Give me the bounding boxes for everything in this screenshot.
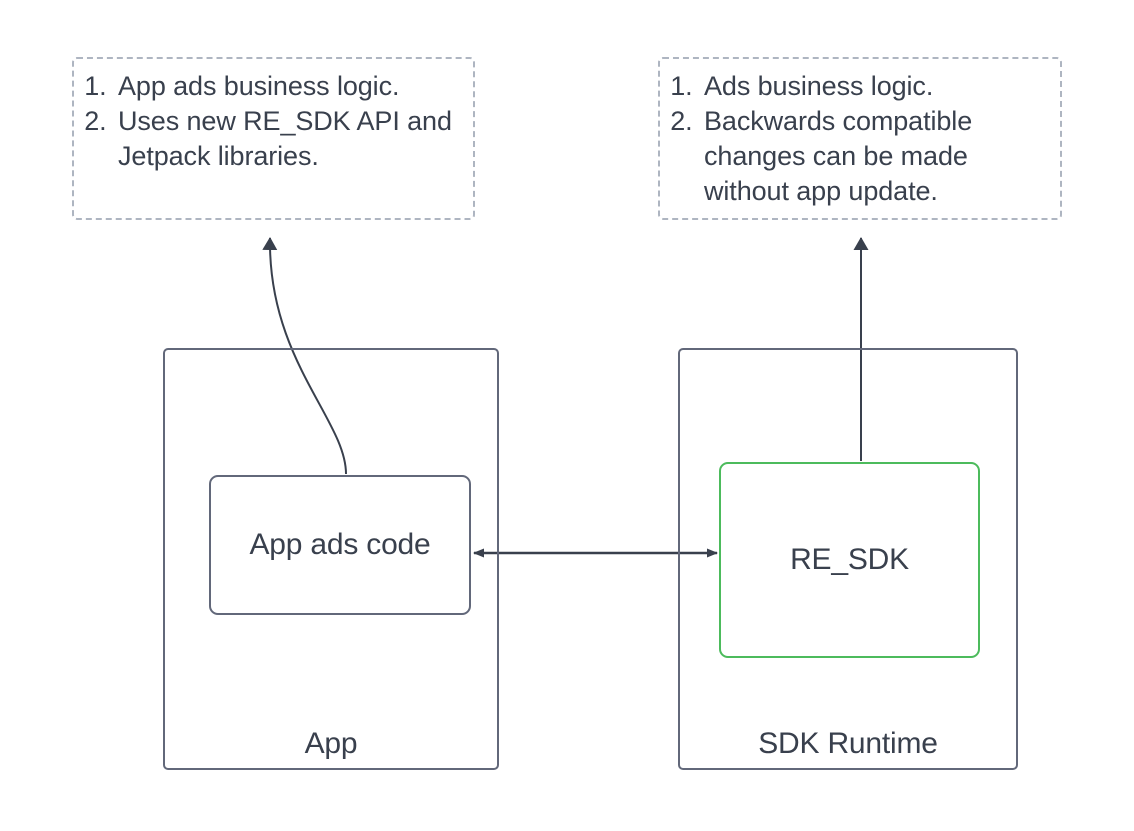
app-callout-item-2: Uses new RE_SDK API and Jetpack librarie… [114,104,461,174]
app-container-label: App [304,727,358,760]
sdk-runtime-container-label: SDK Runtime [758,727,938,760]
app-ads-code-label: App ads code [249,528,431,561]
app-callout-box: App ads business logic. Uses new RE_SDK … [72,57,475,220]
app-container: App [163,348,499,770]
app-ads-code-box: App ads code [209,475,471,615]
app-callout-item-1: App ads business logic. [114,69,461,104]
re-sdk-label: RE_SDK [790,543,909,576]
sdk-callout-box: Ads business logic. Backwards compatible… [658,57,1062,220]
app-callout-list: App ads business logic. Uses new RE_SDK … [88,69,461,174]
re-sdk-box: RE_SDK [719,462,980,658]
sdk-runtime-container: SDK Runtime [678,348,1018,770]
sdk-callout-list: Ads business logic. Backwards compatible… [674,69,1048,209]
sdk-callout-item-1: Ads business logic. [700,69,1048,104]
sdk-callout-item-2: Backwards compatible changes can be made… [700,104,1048,209]
